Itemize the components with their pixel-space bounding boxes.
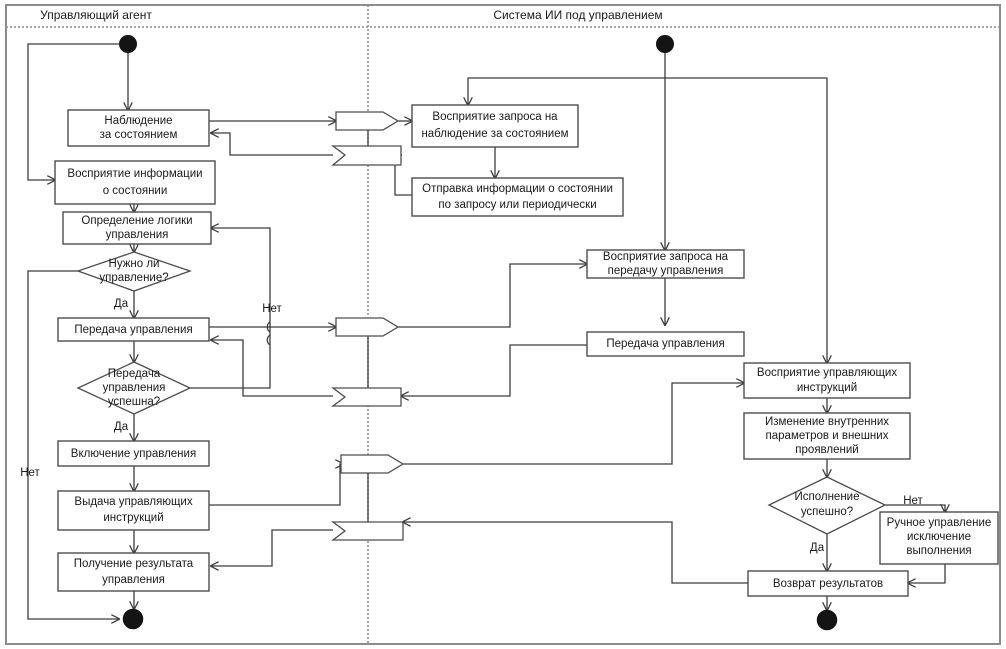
decision-label-line1: Исполнение [794,491,859,503]
node-label-line2: наблюдение за состоянием [421,128,568,140]
edge-dec1-no [27,270,119,619]
signal-receive-3[interactable] [331,521,404,541]
signal-send-2[interactable] [335,317,400,337]
edge-r4-to-recv4 [401,344,587,396]
edge-recv1-to-observe [211,133,333,156]
signal-send-3[interactable] [340,454,405,474]
node-enable-control[interactable]: Включение управления [57,440,210,467]
node-perceive-state-info[interactable]: Восприятие информации о состоянии [54,160,216,205]
node-label-line1: Восприятие информации [67,168,202,180]
decision-label-line2: управления [103,382,166,394]
edge-recv4-to-transfer [211,340,333,397]
node-label-line2: исключение [907,531,971,543]
edge-r8-to-recv6 [403,522,748,584]
node-label-line1: Определение логики [81,215,192,227]
node-issue-control-instructions[interactable]: Выдача управляющих инструкций [57,490,210,531]
lane-header-left: Управляющий агент [40,8,152,22]
edge-dec2-no [189,228,271,389]
lane-title-right: Система ИИ под управлением [493,8,662,22]
lane-title-left: Управляющий агент [40,8,152,22]
guard-dec2-no: Нет [262,303,282,315]
initial-node-left [119,35,137,53]
node-label-line2: параметров и внешних [766,430,889,442]
guard-decr1-yes: Да [810,542,825,554]
node-change-internal-params[interactable]: Изменение внутренних параметров и внешни… [743,412,911,460]
node-observe-state[interactable]: Наблюдение за состоянием [67,109,210,147]
edge-dr1-no [885,505,945,512]
node-label-line1: Восприятие запроса на [603,251,729,263]
node-label-line2: по запросу или периодически [438,199,596,211]
node-label-line2: инструкций [103,512,163,524]
node-label-line2: передачу управления [608,265,724,277]
edge-send3-to-r3 [398,264,587,328]
edge-initr-to-r1 [468,77,665,105]
node-label-line3: проявлений [795,444,858,456]
node-label-line1: Восприятие управляющих [757,367,897,379]
node-label-line1: Возврат результатов [773,578,883,590]
node-label-line1: Отправка информации о состоянии [422,183,613,195]
lane-header-right: Система ИИ под управлением [493,8,662,22]
jump-1 [266,321,271,333]
decision-label-line3: успешна? [108,396,160,408]
guard-decr1-no: Нет [903,495,923,507]
node-perceive-control-instructions[interactable]: Восприятие управляющих инструкций [743,362,911,399]
signal-send-1[interactable] [335,111,400,131]
node-label-line1: Передача управления [606,338,724,350]
node-perceive-transfer-request[interactable]: Восприятие запроса на передачу управлени… [586,249,745,279]
guard-dec1-no: Нет [20,467,40,479]
node-label-line2: управления [102,574,165,586]
node-label-line1: Наблюдение [104,115,172,127]
decision-label-line1: Передача [108,368,161,380]
decision-transfer-success[interactable]: Передача управления успешна? [76,361,192,415]
edge-init-to-perceive [27,43,119,180]
final-node-right [816,609,838,631]
node-label-line1: Изменение внутренних [765,416,889,428]
node-label-line1: Включение управления [71,448,196,460]
guard-dec1-yes: Да [114,298,129,310]
node-label-line1: Выдача управляющих [74,496,192,508]
guard-dec2-yes: Да [114,421,129,433]
node-label-line2: о состоянии [103,185,168,197]
node-send-state-info[interactable]: Отправка информации о состоянии по запро… [411,177,624,217]
edge-initr-to-r5 [665,77,827,363]
initial-node-right [656,35,674,53]
decision-label-line1: Нужно ли [109,258,160,270]
node-transfer-control-left[interactable]: Передача управления [57,317,210,342]
node-label-line1: Ручное управление [887,517,992,529]
node-label-line2: управления [106,229,169,241]
node-label-line2: инструкций [797,382,857,394]
node-get-control-result[interactable]: Получение результата управления [57,552,210,592]
jump-2 [266,334,271,346]
node-label-line1: Получение результата [74,558,194,570]
decision-label-line2: успешно? [801,506,853,518]
node-define-control-logic[interactable]: Определение логики управления [62,211,212,245]
final-node-left [122,608,144,630]
signal-receive-2[interactable] [331,387,402,407]
line-jumps [266,321,271,346]
node-return-results[interactable]: Возврат результатов [747,570,909,597]
node-manual-control-exception[interactable]: Ручное управление исключение выполнения [879,511,999,565]
signal-receive-1[interactable] [331,145,402,166]
node-transfer-control-right[interactable]: Передача управления [586,331,745,357]
decision-label-line2: управление? [99,272,168,284]
node-label-line1: Восприятие запроса на [432,111,558,123]
decision-need-control[interactable]: Нужно ли управление? [76,251,192,292]
node-label-line2: за состоянием [100,129,178,141]
node-label-line3: выполнения [906,545,971,557]
edge-r7-to-r8 [908,564,946,583]
node-label-line1: Передача управления [74,324,192,336]
node-perceive-observe-request[interactable]: Восприятие запроса на наблюдение за сост… [411,104,579,148]
decision-execution-success[interactable]: Исполнение успешно? [767,476,887,535]
edge-recv6-to-result [211,529,333,566]
edge-send5-to-r5 [403,383,744,465]
